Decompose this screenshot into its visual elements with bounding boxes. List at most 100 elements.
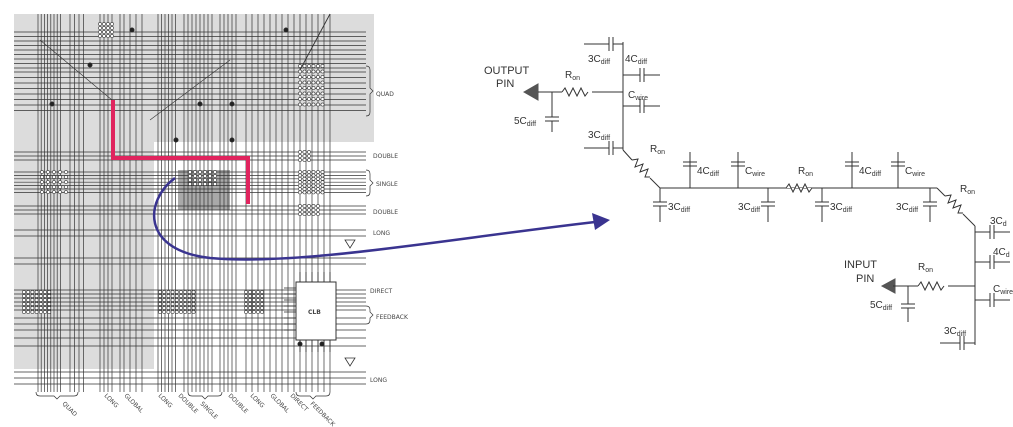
connection-dot (46, 170, 50, 174)
connection-dot (298, 187, 302, 191)
connection-dot (162, 306, 167, 310)
connection-dot (98, 26, 102, 30)
component-label: 3Cdiff (944, 326, 966, 338)
connection-dot (302, 176, 307, 181)
connection-dot (307, 150, 311, 154)
connection-dot (38, 302, 43, 306)
connection-dot (302, 80, 307, 85)
connection-dot (320, 187, 325, 191)
connection-dot (22, 302, 26, 306)
connection-dot (166, 306, 171, 310)
connection-dot (58, 180, 62, 184)
connection-dot (302, 150, 307, 154)
connection-dot (52, 170, 56, 174)
connection-dot (30, 298, 35, 302)
connection-dot (320, 80, 325, 85)
bottom-label-feedback: FEEDBACK (309, 400, 337, 427)
connection-dot (307, 102, 311, 107)
connection-dot (40, 175, 44, 179)
bottom-label-long-2: LONG (157, 392, 174, 409)
connection-dot (203, 182, 207, 186)
connection-dot (102, 22, 106, 26)
component-label: 4Cd (993, 247, 1010, 259)
component-label: Ron (918, 262, 933, 274)
connection-dot (302, 212, 307, 216)
connection-dot (298, 97, 302, 101)
connection-dot (30, 306, 35, 310)
connection-dot (64, 185, 68, 189)
connection-dot (311, 208, 316, 212)
connection-dot (311, 204, 316, 208)
connection-dot (183, 294, 188, 298)
connection-dot (203, 170, 207, 174)
connection-dot (43, 306, 47, 310)
connection-dot (316, 75, 320, 79)
connection-dot (307, 75, 311, 79)
connection-dot (248, 290, 252, 294)
connection-dot (311, 102, 316, 107)
track-label-direct: DIRECT (370, 288, 393, 295)
bottom-label-long-3: LONG (249, 392, 266, 409)
component-label: Cwire (993, 284, 1013, 296)
output-pin-label: OUTPUT (484, 65, 530, 77)
connection-dot (43, 290, 47, 294)
connection-dot (98, 34, 102, 38)
connection-dot (316, 86, 320, 90)
component-label: 4Cdiff (697, 166, 719, 178)
connection-dot (26, 302, 31, 306)
connection-dot (311, 212, 316, 216)
bottom-label-single: SINGLE (199, 400, 220, 421)
connection-dot (43, 294, 47, 298)
connection-dot (173, 137, 179, 143)
connection-dot (26, 306, 31, 310)
connection-dot (30, 310, 35, 314)
connection-dot (34, 298, 39, 302)
connection-dot (320, 91, 325, 96)
brace-bottom-quad (35, 391, 79, 400)
shade-bottom-band (14, 285, 154, 369)
connection-dot (47, 302, 52, 306)
brace-feedback (365, 305, 374, 325)
connection-dot (316, 183, 320, 188)
brace-single (365, 169, 374, 197)
connection-dot (110, 34, 114, 38)
connection-dot (43, 298, 47, 302)
connection-dot (298, 173, 302, 178)
connection-dot (106, 34, 110, 38)
connection-dot (307, 180, 311, 185)
connection-dot (64, 175, 68, 179)
connection-dot (183, 310, 188, 314)
connection-dot (307, 173, 311, 178)
connection-dot (244, 290, 248, 294)
connection-dot (307, 91, 311, 96)
connection-dot (260, 306, 264, 310)
input-pin-label-2: PIN (856, 273, 874, 285)
connection-dot (252, 290, 256, 294)
connection-dot (174, 294, 179, 298)
connection-dot (166, 302, 171, 306)
connection-dot (187, 294, 192, 298)
connection-dot (298, 150, 302, 154)
connection-dot (213, 174, 217, 178)
routed-path (111, 100, 250, 204)
connection-dot (64, 190, 68, 194)
connection-dot (297, 341, 303, 347)
connection-dot (43, 310, 47, 314)
connection-dot (198, 182, 202, 186)
connection-dot (183, 298, 188, 302)
connection-dot (307, 183, 311, 188)
connection-dot (38, 290, 43, 294)
connection-dot (129, 27, 135, 33)
connection-dot (158, 290, 162, 294)
connection-dot (307, 80, 311, 85)
connection-dot (302, 170, 307, 174)
connection-dot (302, 158, 307, 162)
connection-dot (260, 298, 264, 302)
connection-dot (34, 290, 39, 294)
connection-dot (158, 302, 162, 306)
connection-dot (320, 176, 325, 181)
connection-dot (40, 190, 44, 194)
connection-dot (170, 298, 175, 302)
connection-dot (252, 302, 256, 306)
track-label-feedback: FEEDBACK (376, 314, 409, 321)
